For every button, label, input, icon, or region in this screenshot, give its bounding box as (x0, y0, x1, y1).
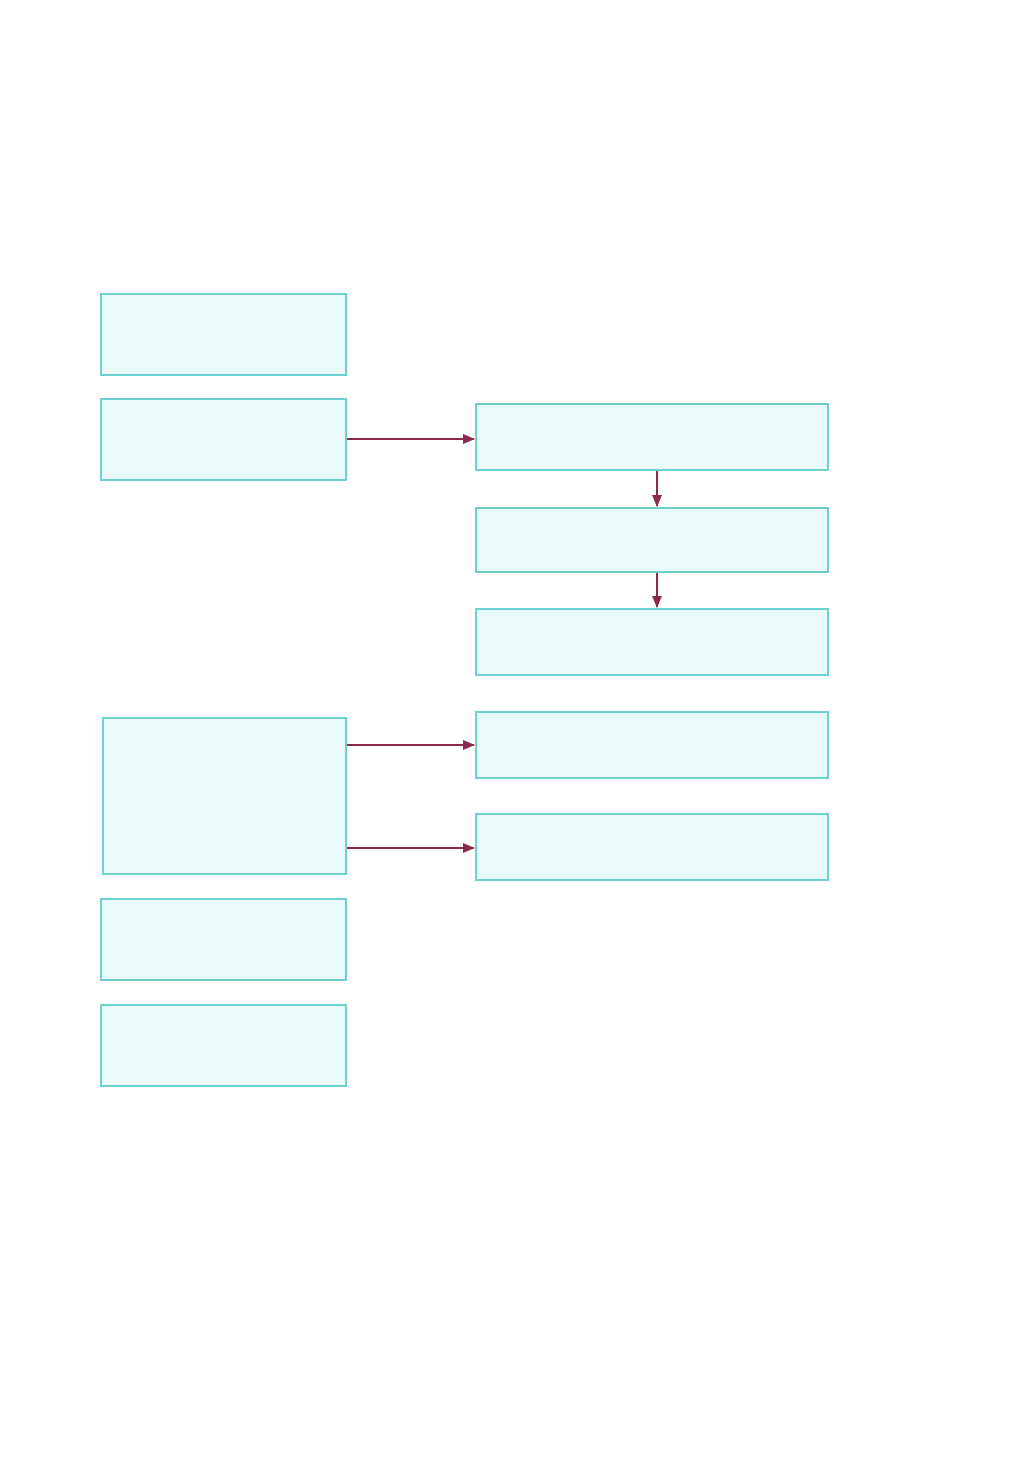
node-right-box-1 (475, 403, 829, 471)
node-box (100, 398, 347, 481)
node-left-box-4 (100, 898, 347, 981)
node-left-box-5 (100, 1004, 347, 1087)
node-box (100, 293, 347, 376)
nodes (100, 293, 829, 1087)
node-right-box-3 (475, 608, 829, 676)
node-box (475, 507, 829, 573)
node-left-box-2 (100, 398, 347, 481)
node-right-box-4 (475, 711, 829, 779)
node-right-box-2 (475, 507, 829, 573)
node-left-box-1 (100, 293, 347, 376)
node-box (475, 813, 829, 881)
node-box (100, 1004, 347, 1087)
node-box (475, 711, 829, 779)
node-box (102, 717, 347, 875)
node-box (100, 898, 347, 981)
node-box (475, 608, 829, 676)
edges (346, 434, 662, 853)
node-box (475, 403, 829, 471)
node-right-box-5 (475, 813, 829, 881)
node-left-box-3 (102, 717, 347, 875)
